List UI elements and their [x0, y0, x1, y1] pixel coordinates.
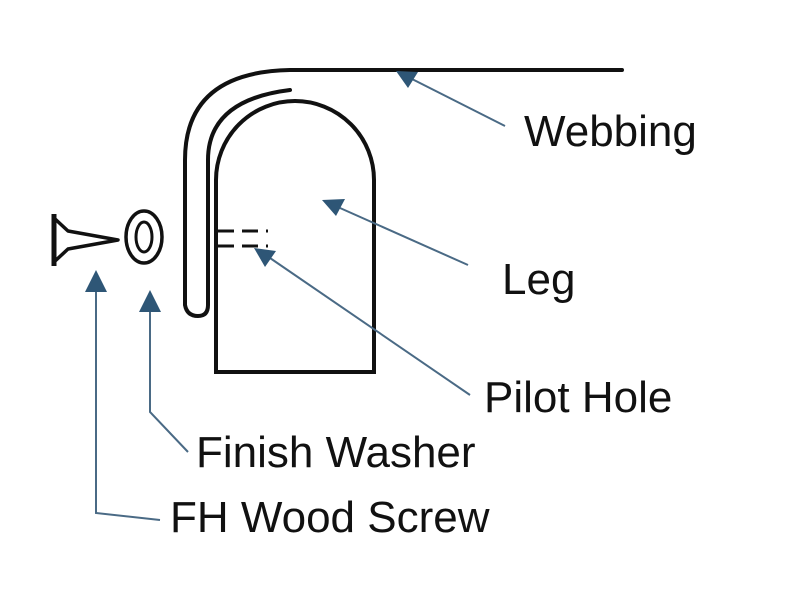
leg-leader [322, 199, 469, 266]
finish-washer-leader [139, 290, 189, 453]
fh-wood-screw-label: FH Wood Screw [170, 493, 490, 542]
webbing-label: Webbing [524, 107, 697, 156]
webbing-strip [183, 68, 624, 319]
finish-washer [124, 209, 164, 265]
fh-wood-screw-leader [85, 270, 161, 521]
finish-washer-label: Finish Washer [196, 428, 476, 477]
webbing-leader [396, 71, 506, 127]
leg-outline [214, 99, 376, 374]
pilot-hole-label: Pilot Hole [484, 373, 673, 422]
pilot-hole-leader [254, 248, 471, 396]
leg-label: Leg [502, 255, 576, 304]
fh-wood-screw [51, 214, 120, 266]
